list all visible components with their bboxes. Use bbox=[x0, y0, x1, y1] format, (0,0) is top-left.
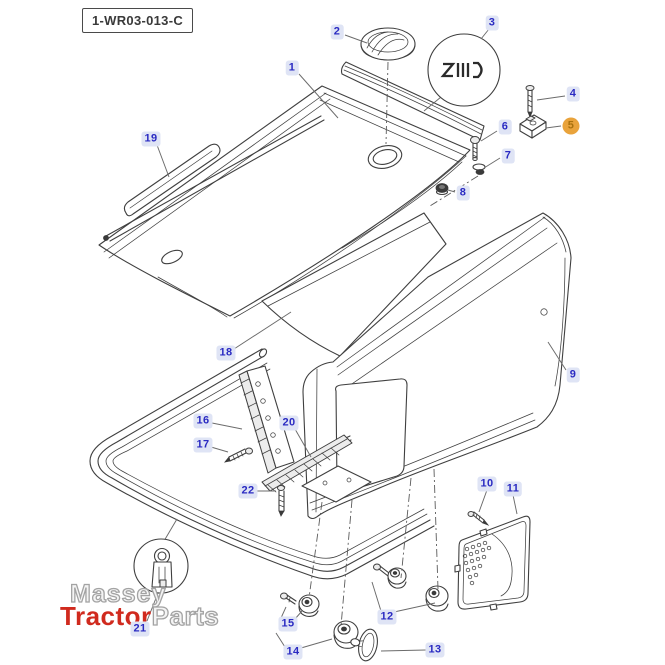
part-callout-13[interactable]: 13 bbox=[425, 642, 445, 658]
part-callout-7[interactable]: 7 bbox=[501, 148, 515, 164]
part-callout-12[interactable]: 12 bbox=[377, 609, 397, 625]
top-grille-strip-art bbox=[340, 61, 485, 141]
bolt-6-art bbox=[470, 136, 480, 161]
part-callout-17[interactable]: 17 bbox=[193, 437, 213, 453]
screw-4-art bbox=[525, 85, 535, 119]
diagram-code-text: 1-WR03-013-C bbox=[92, 13, 184, 28]
part-callout-14[interactable]: 14 bbox=[283, 644, 303, 660]
part-callout-22[interactable]: 22 bbox=[238, 483, 258, 499]
part-callout-4[interactable]: 4 bbox=[566, 86, 580, 102]
part-callout-18[interactable]: 18 bbox=[216, 345, 236, 361]
side-grille-art bbox=[454, 515, 531, 611]
hood-side-panel-art bbox=[302, 212, 572, 520]
part-callout-20[interactable]: 20 bbox=[279, 415, 299, 431]
cover-disc-art bbox=[350, 628, 378, 662]
part-callout-5[interactable]: 5 bbox=[562, 117, 580, 135]
stud-22-art bbox=[277, 485, 285, 517]
hood-latch-art bbox=[519, 114, 547, 139]
part-callout-16[interactable]: 16 bbox=[193, 413, 213, 429]
part-callout-8[interactable]: 8 bbox=[456, 185, 470, 201]
seal-frame-art bbox=[89, 348, 435, 580]
decal-detail-art bbox=[423, 33, 501, 112]
diagram-code-label: 1-WR03-013-C bbox=[82, 8, 194, 33]
part-callout-1[interactable]: 1 bbox=[285, 60, 299, 76]
screw-17-art bbox=[224, 447, 253, 463]
screw-10-art bbox=[467, 511, 490, 526]
hood-top-panel-art bbox=[98, 85, 471, 319]
part-callout-2[interactable]: 2 bbox=[330, 24, 344, 40]
part-callout-21[interactable]: 21 bbox=[130, 621, 150, 637]
assembly-centerlines bbox=[308, 61, 479, 627]
filler-cap-art bbox=[360, 27, 416, 61]
trim-strip-art bbox=[103, 115, 325, 242]
support-bracket-art bbox=[238, 365, 295, 474]
front-panel-art bbox=[261, 212, 447, 357]
part-callout-6[interactable]: 6 bbox=[498, 119, 512, 135]
grille-perforations bbox=[462, 540, 492, 586]
part-callout-3[interactable]: 3 bbox=[485, 15, 499, 31]
key-detail-art bbox=[133, 518, 189, 622]
part-callout-10[interactable]: 10 bbox=[477, 476, 497, 492]
part-callout-11[interactable]: 11 bbox=[503, 481, 523, 497]
part-callout-9[interactable]: 9 bbox=[566, 367, 580, 383]
model-decal-graphic bbox=[440, 61, 483, 79]
part-callout-15[interactable]: 15 bbox=[278, 616, 298, 632]
part-callout-19[interactable]: 19 bbox=[141, 131, 161, 147]
callout-leader-lines bbox=[156, 28, 567, 652]
washer-7-art bbox=[472, 163, 486, 175]
nut-8-art bbox=[435, 183, 449, 196]
rail-bracket-art bbox=[261, 434, 372, 503]
